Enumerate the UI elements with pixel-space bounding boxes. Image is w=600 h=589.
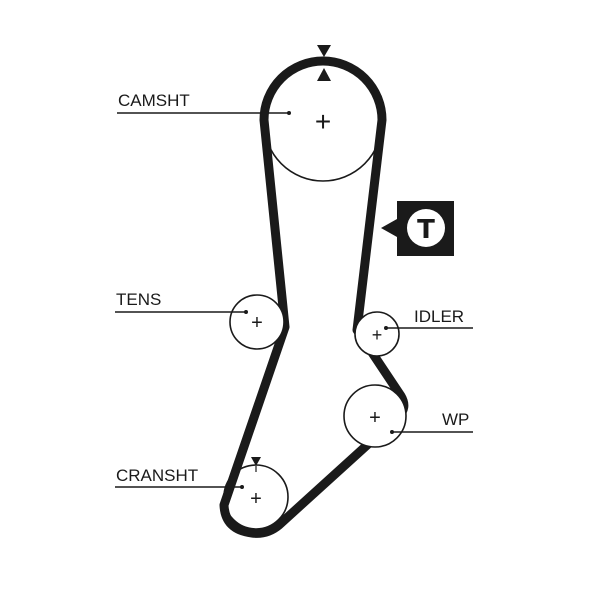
idler-pulley: +: [354, 311, 400, 357]
camshaft-label: CAMSHT: [118, 91, 190, 110]
svg-text:+: +: [251, 312, 263, 334]
tension-badge: T: [381, 201, 454, 256]
svg-text:+: +: [250, 488, 262, 510]
tension-badge-letter: T: [417, 215, 435, 245]
water-pump-label: WP: [442, 410, 469, 429]
camshaft-pulley: +: [263, 62, 383, 182]
idler-label: IDLER: [414, 307, 464, 326]
svg-text:+: +: [372, 325, 383, 345]
tensioner-label: TENS: [116, 290, 161, 309]
crankshaft-timing-mark-icon: [251, 457, 261, 466]
camshaft-timing-mark-icon: [317, 45, 331, 57]
camshaft-timing-mark-lower-icon: [317, 68, 331, 81]
svg-text:+: +: [369, 407, 381, 429]
camshaft-center-plus: +: [315, 106, 331, 137]
crankshaft-pulley: +: [223, 464, 289, 530]
tensioner-pulley: +: [229, 294, 285, 350]
water-pump-pulley: +: [343, 384, 407, 448]
crankshaft-label: CRANSHT: [116, 466, 198, 485]
tension-arrow-icon: [381, 219, 397, 237]
timing-belt: [219, 56, 409, 538]
